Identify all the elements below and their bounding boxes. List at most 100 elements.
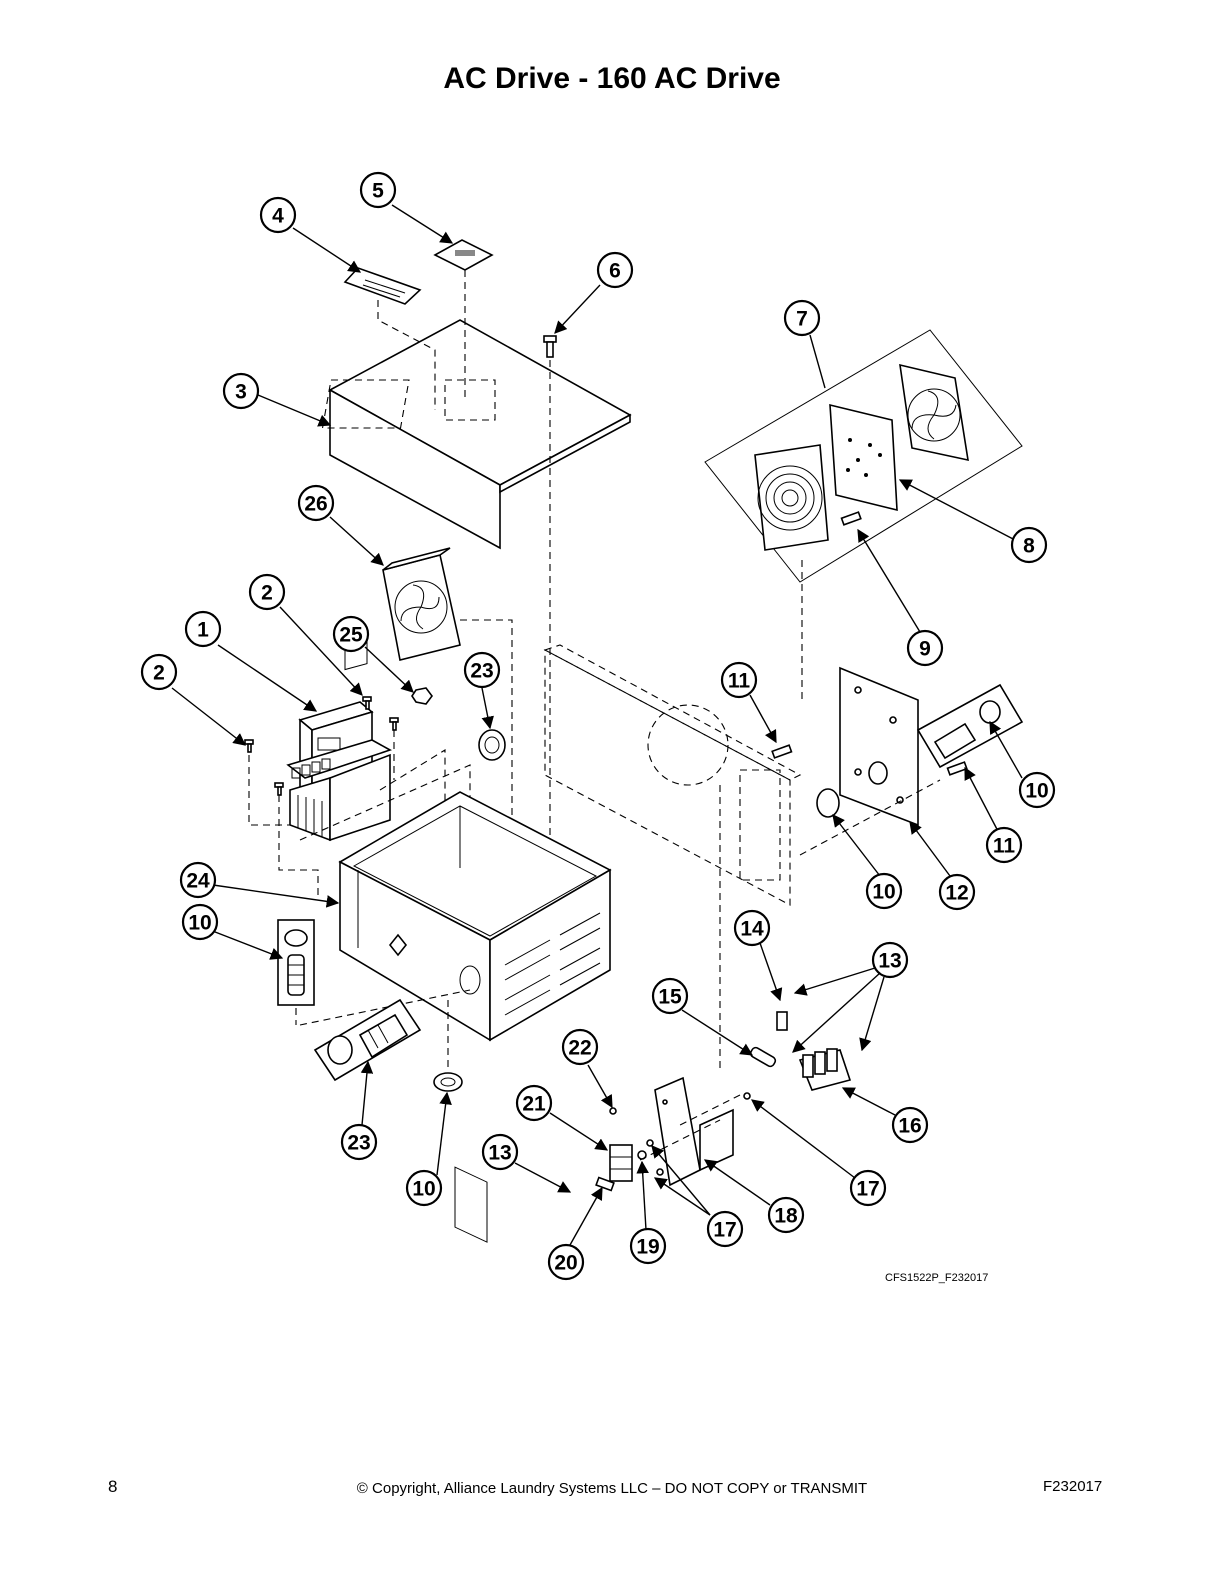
svg-text:9: 9	[919, 638, 931, 661]
callout-13: 13	[871, 941, 909, 979]
nut	[411, 687, 433, 705]
end-clamp	[776, 1011, 788, 1031]
cord-grip-assembly	[313, 998, 422, 1082]
fan-housing	[899, 363, 969, 462]
locknut	[816, 788, 840, 818]
figure-reference: CFS1522P_F232017	[885, 1272, 989, 1284]
svg-text:2: 2	[261, 582, 273, 605]
washer	[646, 1139, 654, 1147]
callout-17: 17	[849, 1169, 887, 1207]
callout-10: 10	[865, 872, 903, 910]
ac-drive-unit	[286, 631, 392, 842]
fan-guard	[754, 444, 829, 551]
page-title: AC Drive - 160 AC Drive	[443, 62, 781, 95]
svg-text:10: 10	[1025, 780, 1048, 803]
copyright-notice: © Copyright, Alliance Laundry Systems LL…	[356, 1480, 868, 1497]
terminal-block	[798, 1048, 852, 1091]
callout-20: 20	[547, 1243, 585, 1281]
callout-5: 5	[359, 171, 397, 209]
callout-11: 11	[720, 661, 758, 699]
svg-text:24: 24	[186, 870, 210, 893]
svg-text:12: 12	[945, 882, 968, 905]
callout-9: 9	[906, 629, 944, 667]
callout-3: 3	[222, 372, 260, 410]
washer	[656, 1168, 664, 1176]
locknut	[478, 729, 506, 761]
document-id: F232017	[1043, 1478, 1103, 1495]
callout-21: 21	[515, 1084, 553, 1122]
svg-text:10: 10	[188, 912, 211, 935]
callout-11: 11	[985, 826, 1023, 864]
svg-text:13: 13	[878, 950, 901, 973]
locknut	[433, 1000, 463, 1092]
cooling-fan	[382, 547, 513, 910]
screw	[771, 744, 968, 776]
svg-text:2: 2	[153, 662, 165, 685]
svg-text:18: 18	[774, 1205, 798, 1228]
svg-text:1: 1	[197, 619, 209, 642]
callout-25: 25	[332, 615, 370, 653]
screw	[543, 335, 557, 910]
callout-22: 22	[561, 1028, 599, 1066]
callout-14: 14	[733, 909, 771, 947]
callout-2: 2	[140, 653, 178, 691]
svg-text:21: 21	[522, 1093, 546, 1116]
callout-2: 2	[248, 573, 286, 611]
svg-text:14: 14	[740, 918, 764, 941]
screw	[840, 511, 862, 526]
leader-lines	[171, 204, 1023, 1246]
svg-text:23: 23	[347, 1132, 370, 1155]
svg-text:16: 16	[898, 1115, 921, 1138]
callout-15: 15	[651, 977, 689, 1015]
callout-16: 16	[891, 1106, 929, 1144]
small-terminal-block	[609, 1144, 633, 1182]
callout-13: 13	[481, 1133, 519, 1171]
access-panel	[839, 666, 919, 827]
svg-text:6: 6	[609, 260, 621, 283]
washer	[743, 1092, 751, 1100]
cord-grip	[277, 919, 315, 1025]
svg-text:15: 15	[658, 986, 682, 1009]
svg-text:26: 26	[304, 493, 327, 516]
svg-text:10: 10	[872, 881, 895, 904]
callout-10: 10	[405, 1169, 443, 1207]
callout-7: 7	[783, 299, 821, 337]
callout-19: 19	[629, 1227, 667, 1265]
svg-text:3: 3	[235, 381, 247, 404]
mounting-plate	[543, 644, 802, 906]
callout-23: 23	[463, 651, 501, 689]
svg-text:8: 8	[1023, 535, 1035, 558]
callout-10: 10	[181, 903, 219, 941]
svg-text:22: 22	[568, 1037, 591, 1060]
svg-text:5: 5	[372, 180, 384, 203]
page-number: 8	[108, 1477, 118, 1496]
svg-text:17: 17	[856, 1178, 879, 1201]
enclosure-box	[338, 791, 612, 1243]
svg-text:10: 10	[412, 1178, 435, 1201]
washer	[609, 1107, 617, 1115]
svg-text:23: 23	[470, 660, 493, 683]
svg-text:11: 11	[993, 835, 1016, 858]
callout-17: 17	[706, 1210, 744, 1248]
callout-4: 4	[259, 196, 297, 234]
end-stop	[595, 1176, 615, 1192]
callout-10: 10	[1018, 771, 1056, 809]
fan-filter	[829, 403, 898, 512]
callout-6: 6	[596, 251, 634, 289]
jumper	[749, 1046, 777, 1068]
svg-text:13: 13	[488, 1142, 511, 1165]
terminal-bracket	[654, 1076, 734, 1187]
top-cover	[321, 319, 632, 550]
callout-23: 23	[340, 1123, 378, 1161]
svg-text:11: 11	[728, 670, 751, 693]
screw	[244, 696, 399, 796]
callout-24: 24	[179, 861, 217, 899]
callout-18: 18	[767, 1196, 805, 1234]
svg-text:20: 20	[554, 1252, 577, 1275]
svg-text:19: 19	[636, 1236, 659, 1259]
svg-text:7: 7	[796, 308, 808, 331]
svg-text:17: 17	[713, 1219, 736, 1242]
callout-12: 12	[938, 873, 976, 911]
svg-text:25: 25	[339, 624, 363, 647]
